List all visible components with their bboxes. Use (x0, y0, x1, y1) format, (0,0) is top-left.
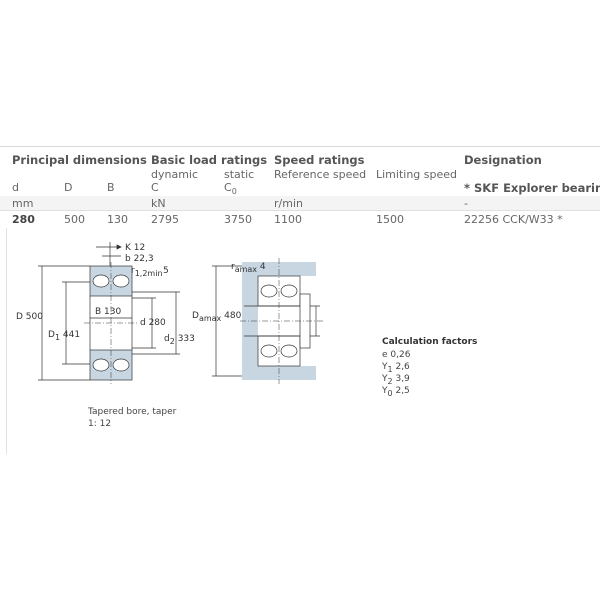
header-basic-load-ratings: Basic load ratings (151, 153, 268, 167)
symbol-C: C (151, 181, 159, 194)
value-limiting-speed: 1500 (376, 213, 404, 226)
symbol-B: B (107, 181, 115, 194)
label-D: D 500 (16, 312, 43, 322)
label-K: K 12 (125, 243, 146, 253)
calc-Y1: Y1 2,6 (382, 362, 410, 374)
symbol-d: d (12, 181, 19, 194)
label-d2: d2 333 (164, 334, 195, 346)
unit-mm: mm (12, 197, 34, 210)
unit-dash: - (464, 197, 468, 210)
taper-note-line2: 1: 12 (88, 419, 112, 429)
mounting-drawing (212, 258, 324, 384)
label-r-min: r1,2min (131, 266, 163, 278)
subheader-reference-speed: Reference speed (274, 168, 367, 181)
subheader-static: static (224, 168, 255, 181)
header-designation: Designation (464, 153, 542, 167)
subheader-limiting-speed: Limiting speed (376, 168, 458, 181)
value-C: 2795 (151, 213, 179, 226)
label-Da-max: Damax 480 (192, 311, 242, 323)
skf-explorer-note: * SKF Explorer bearing (464, 181, 600, 195)
header-principal-dimensions: Principal dimensions (12, 153, 147, 167)
calc-Y2: Y2 3,9 (382, 374, 410, 386)
units-row (0, 196, 600, 210)
symbol-D: D (64, 181, 73, 194)
label-r-val: 5 (163, 266, 169, 276)
value-d: 280 (12, 213, 35, 226)
value-C0: 3750 (224, 213, 252, 226)
symbol-C0: C0 (224, 181, 237, 197)
bearing-cross-section-drawing (38, 242, 180, 384)
label-d: d 280 (140, 318, 166, 328)
value-reference-speed: 1100 (274, 213, 302, 226)
label-D1: D1 441 (48, 330, 81, 342)
units-rule (0, 210, 600, 211)
calc-Y0: Y0 2,5 (382, 386, 410, 398)
value-designation: 22256 CCK/W33 * (464, 213, 563, 226)
header-speed-ratings: Speed ratings (274, 153, 365, 167)
calc-e: e 0,26 (382, 350, 411, 360)
calc-factors-title: Calculation factors (382, 337, 478, 347)
value-D: 500 (64, 213, 85, 226)
unit-kn: kN (151, 197, 166, 210)
panel-left-rule (6, 228, 7, 454)
subheader-dynamic: dynamic (151, 168, 199, 181)
label-B: B 130 (95, 307, 122, 317)
unit-rmin: r/min (274, 197, 303, 210)
label-ra-max: ramax 4 (231, 262, 266, 274)
taper-note-line1: Tapered bore, taper (88, 407, 177, 417)
label-b: b 22,3 (125, 254, 154, 264)
value-B: 130 (107, 213, 128, 226)
